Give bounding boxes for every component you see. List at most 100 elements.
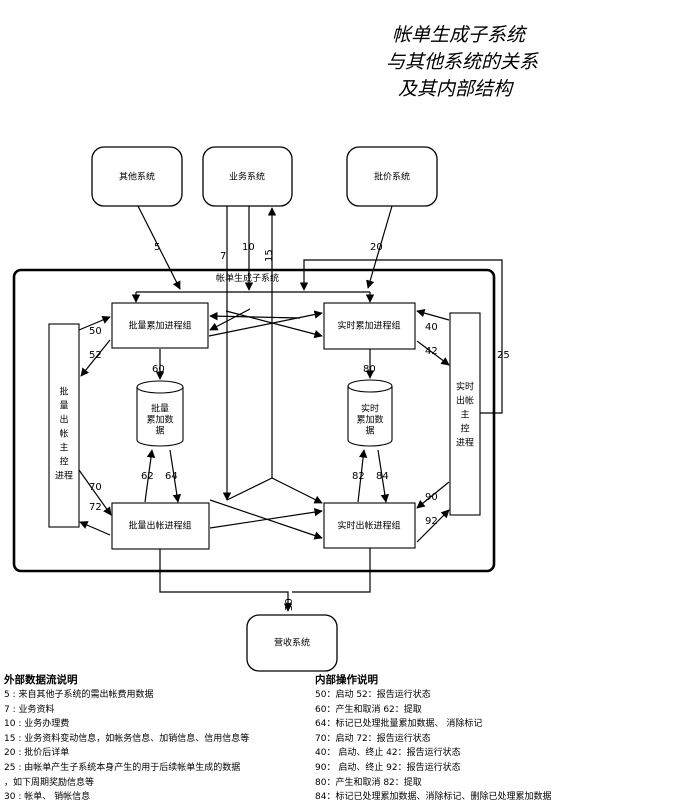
flow-label-15: 15	[264, 249, 275, 262]
flow-label-60: 60	[152, 364, 165, 375]
flow-label-70: 70	[89, 482, 102, 493]
batch-accumulate-process: 批量累加进程组	[111, 302, 209, 349]
legend-internal: 内部操作说明 50：启动 52：报告运行状态 60：产生和取消 62：提取 64…	[315, 673, 551, 805]
legend-internal-item: 60：产生和取消 62：提取	[315, 704, 422, 715]
legend-external-item: 5 : 来自其他子系统的需出帐费用数据	[4, 690, 154, 700]
title-line-2: 与其他系统的关系	[386, 51, 539, 73]
flow-50-line	[78, 316, 111, 331]
realtime-master-line-5: 进程	[456, 438, 474, 449]
flow-92-line	[416, 509, 450, 543]
realtime-master-line-4: 控	[460, 423, 469, 435]
node-other-system: 其他系统	[91, 146, 183, 207]
legend-external-item: 15 : 业务资料变动信息，如帐务信息、加销信息、信用信息等	[4, 733, 250, 744]
batch-db-line-3: 据	[155, 425, 164, 437]
cross-top-2	[225, 310, 323, 339]
legend-external-item: 20 : 批价后详单	[4, 748, 70, 759]
batch-accumulate-db: 批量 累加数 据	[136, 380, 184, 447]
flow-5-line	[137, 205, 181, 290]
legend-external: 外部数据流说明 5 : 来自其他子系统的需出帐费用数据 7 : 业务资料 10 …	[4, 673, 249, 805]
flow-label-5: 5	[154, 242, 160, 253]
flow-label-90: 90	[425, 492, 438, 503]
batch-master-line-5: 主	[59, 442, 68, 454]
flow-label-92: 92	[425, 516, 438, 527]
flow-label-7: 7	[220, 251, 226, 262]
node-other-system-label: 其他系统	[119, 171, 155, 183]
legend-internal-item: 84：标记已处理累加数据、消除标记、删除已处理累加数据	[315, 792, 552, 803]
flow-label-64: 64	[165, 471, 178, 482]
subsystem-boundary	[12, 268, 496, 573]
batch-master-line-7: 进程	[55, 471, 73, 482]
title-line-3: 及其内部结构	[398, 78, 515, 100]
flow-40-line	[416, 309, 450, 321]
flow-label-30: 30	[284, 598, 295, 611]
batch-accumulate-label: 批量累加进程组	[128, 320, 191, 332]
legend-external-item: 10 : 业务办理费	[4, 719, 70, 730]
node-pricing-system-label: 批价系统	[374, 171, 410, 183]
legend-internal-item: 70：启动 72：报告运行状态	[315, 733, 431, 744]
batch-master-control: 批 量 出 帐 主 控 进程	[48, 323, 80, 528]
flow-70-line	[78, 469, 112, 516]
batch-master-line-4: 帐	[59, 428, 68, 440]
cross-bottom-2	[209, 499, 323, 540]
realtime-db-line-2: 累加数	[356, 414, 383, 426]
node-pricing-system: 批价系统	[346, 146, 438, 207]
flow-label-42: 42	[425, 346, 438, 357]
cross-top-4	[209, 308, 251, 331]
legend-external-item: 25 : 由帐单产生子系统本身产生的用于后续帐单生成的数据	[4, 762, 241, 773]
realtime-db-line-3: 据	[365, 425, 374, 437]
legend-external-heading: 外部数据流说明	[4, 674, 78, 686]
legend-internal-heading: 内部操作说明	[315, 674, 378, 686]
realtime-master-line-3: 主	[460, 409, 469, 421]
flow-label-10: 10	[242, 242, 255, 253]
legend-internal-item: 80：产生和取消 82：提取	[315, 777, 422, 788]
flow-64-line	[169, 449, 182, 503]
batch-master-line-2: 量	[59, 401, 68, 412]
realtime-master-line-1: 实时	[456, 381, 474, 393]
legend-internal-item: 40： 启动、终止 42：报告运行状态	[315, 748, 461, 759]
realtime-billing-label: 实时出帐进程组	[337, 520, 400, 532]
node-receipt-system: 营收系统	[246, 614, 338, 672]
flow-label-82: 82	[352, 471, 365, 482]
flow-52-line	[80, 339, 111, 377]
realtime-master-line-2: 出帐	[456, 395, 474, 407]
flow-90-line	[416, 481, 450, 509]
flow-62-line	[144, 449, 156, 503]
connectors	[78, 205, 503, 612]
flow-labels: 5 7 10 15 20 25 30 40 42 50 52 60 62 64 …	[89, 242, 510, 611]
flow-label-40: 40	[425, 322, 438, 333]
realtime-accumulate-label: 实时累加进程组	[337, 320, 400, 332]
realtime-billing-process: 实时出帐进程组	[323, 502, 416, 549]
node-business-system-label: 业务系统	[229, 171, 265, 183]
flow-30-left-line	[159, 549, 293, 612]
flow-label-62: 62	[141, 471, 154, 482]
cross-bottom-4	[271, 477, 323, 504]
node-receipt-system-label: 营收系统	[274, 637, 310, 649]
batch-master-line-6: 控	[59, 456, 68, 468]
flow-20-line	[366, 205, 393, 289]
flow-label-80: 80	[363, 364, 376, 375]
cross-bottom-3	[226, 477, 273, 501]
realtime-db-line-1: 实时	[361, 403, 379, 415]
flow-label-72: 72	[89, 502, 102, 513]
node-business-system: 业务系统	[202, 146, 293, 207]
batch-billing-label: 批量出帐进程组	[128, 520, 191, 532]
realtime-master-control: 实时 出帐 主 控 进程	[449, 312, 481, 516]
legend-external-item: 30 : 帐单、 销帐信息	[4, 792, 91, 803]
flow-label-50: 50	[89, 326, 102, 337]
batch-db-line-1: 批量	[151, 403, 169, 415]
legend-external-item: ，如下周期奖励信息等	[4, 777, 95, 788]
subsystem-label: 帐单生成子系统	[216, 272, 279, 284]
cross-top-3	[209, 311, 301, 321]
flow-label-52: 52	[89, 350, 102, 361]
flow-42-line	[416, 340, 450, 366]
realtime-accumulate-db: 实时 累加数 据	[347, 379, 393, 447]
flow-82-line	[357, 449, 368, 503]
batch-billing-process: 批量出帐进程组	[111, 502, 210, 550]
flow-72-line	[79, 521, 111, 536]
flow-label-20: 20	[370, 242, 383, 253]
title-line-1: 帐单生成子系统	[392, 24, 528, 46]
legend-internal-item: 64：标记已处理批量累加数据、 消除标记	[315, 719, 483, 730]
flow-30-right-line	[292, 548, 371, 593]
flow-25-line	[299, 259, 503, 414]
